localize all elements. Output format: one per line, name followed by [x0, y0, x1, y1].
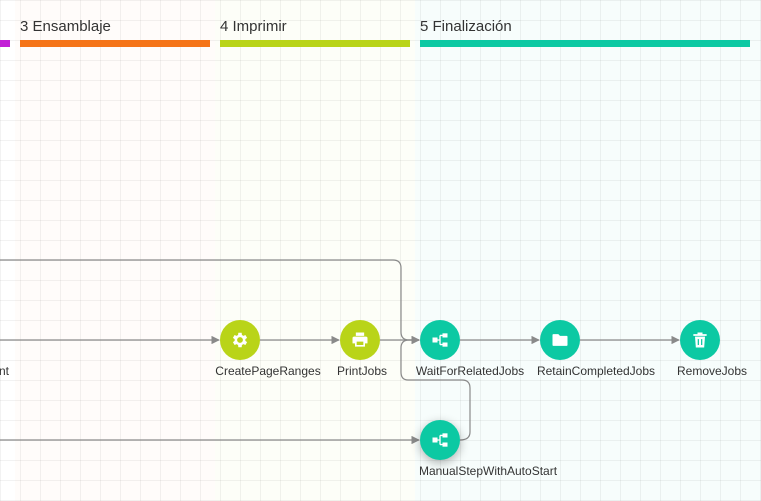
node-createpageranges[interactable]: [220, 320, 260, 360]
stage-header-imprimir[interactable]: 4 Imprimir: [220, 18, 410, 47]
workflow-icon: [432, 333, 448, 347]
stage-header-ensamblaje[interactable]: 3 Ensamblaje: [20, 18, 210, 47]
gear-icon: [232, 332, 248, 348]
folder-icon: [552, 334, 568, 346]
stage-header-finalizacion[interactable]: 5 Finalización: [420, 18, 750, 47]
stage-bar-prev: [0, 40, 10, 47]
label-retaincompletedjobs: RetainCompletedJobs: [536, 364, 656, 378]
stage-label-ensamblaje: 3 Ensamblaje: [20, 18, 111, 35]
label-waitforrelatedjobs: WaitForRelatedJobs: [415, 364, 525, 378]
stage-bar-ensamblaje: [20, 40, 210, 47]
node-printjobs[interactable]: [340, 320, 380, 360]
label-createpageranges: CreatePageRanges: [215, 364, 321, 378]
stage-bar-imprimir: [220, 40, 410, 47]
workflow-icon: [432, 433, 448, 447]
label-removejobs: RemoveJobs: [676, 364, 748, 378]
stage-bar-finalizacion: [420, 40, 750, 47]
stage-label-imprimir: 4 Imprimir: [220, 18, 287, 35]
node-waitforrelatedjobs[interactable]: [420, 320, 460, 360]
edge-manualstep-to-wait[interactable]: [400, 335, 471, 441]
label-manualstepwithautostart: ManualStepWithAutoStart: [418, 464, 558, 478]
label-printjobs: PrintJobs: [336, 364, 388, 378]
node-manualstepwithautostart[interactable]: [420, 420, 460, 460]
printer-icon: [352, 332, 368, 347]
trash-icon: [693, 332, 707, 348]
node-retaincompletedjobs[interactable]: [540, 320, 580, 360]
partial-node-label: nt: [0, 364, 10, 378]
node-removejobs[interactable]: [680, 320, 720, 360]
stage-label-finalizacion: 5 Finalización: [420, 18, 512, 35]
